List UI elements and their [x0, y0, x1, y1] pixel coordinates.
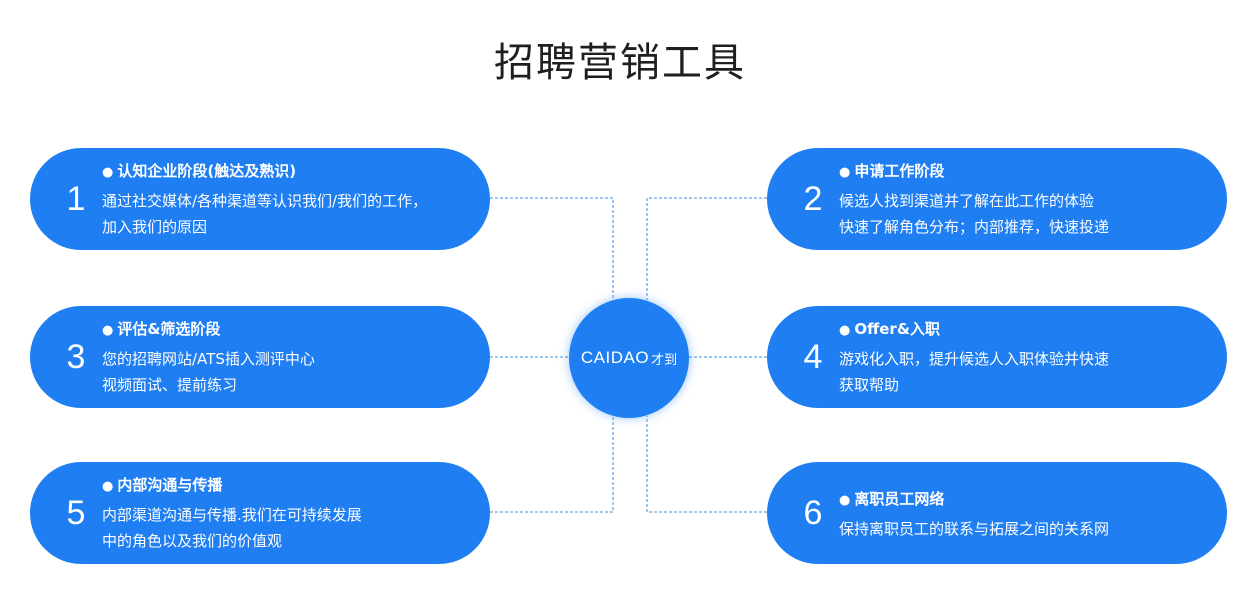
- stage-heading: ●评估&筛选阶段: [102, 318, 220, 339]
- bullet-icon: ●: [102, 323, 114, 338]
- stage-desc-line: 获取帮助: [839, 376, 900, 394]
- stage-3-card: 3 ●评估&筛选阶段 您的招聘网站/ATS插入测评中心 视频面试、提前练习: [30, 306, 490, 408]
- stage-number: 2: [803, 179, 823, 218]
- stage-desc-line: 候选人找到渠道并了解在此工作的体验: [839, 192, 1095, 210]
- stage-desc-line: 快速了解角色分布；内部推荐，快速投递: [839, 218, 1110, 236]
- stage-desc-line: 保持离职员工的联系与拓展之间的关系网: [839, 520, 1110, 538]
- diagram-title: 招聘营销工具: [494, 40, 746, 86]
- stage-heading-text: 离职员工网络: [854, 490, 945, 508]
- center-logo: CAIDAO 才到: [569, 298, 689, 418]
- stage-desc-line: 内部渠道沟通与传播.我们在可持续发展: [102, 506, 362, 524]
- bullet-icon: ●: [839, 323, 851, 338]
- stage-heading: ●认知企业阶段(触达及熟识): [102, 160, 296, 181]
- stage-heading-text: 评估&筛选阶段: [117, 320, 221, 338]
- stage-number: 4: [803, 337, 823, 376]
- stage-number: 3: [66, 337, 86, 376]
- stage-desc-line: 您的招聘网站/ATS插入测评中心: [102, 350, 315, 368]
- stage-desc-line: 视频面试、提前练习: [102, 376, 238, 394]
- stage-heading-text: Offer&入职: [854, 320, 940, 338]
- stage-heading: ●离职员工网络: [839, 488, 944, 509]
- stage-number: 1: [66, 179, 86, 218]
- stage-2-card: 2 ●申请工作阶段 候选人找到渠道并了解在此工作的体验 快速了解角色分布；内部推…: [767, 148, 1227, 250]
- bullet-icon: ●: [839, 165, 851, 180]
- stage-heading-text: 内部沟通与传播: [117, 476, 223, 494]
- connector-6: [646, 416, 767, 513]
- stage-desc-line: 游戏化入职，提升候选人入职体验并快速: [839, 350, 1110, 368]
- bullet-icon: ●: [839, 493, 851, 508]
- stage-heading-text: 申请工作阶段: [854, 162, 945, 180]
- bullet-icon: ●: [102, 165, 114, 180]
- stage-desc-line: 中的角色以及我们的价值观: [102, 532, 283, 550]
- stage-1-card: 1 ●认知企业阶段(触达及熟识) 通过社交媒体/各种渠道等认识我们/我们的工作，…: [30, 148, 490, 250]
- stage-heading-text: 认知企业阶段(触达及熟识): [117, 162, 297, 180]
- connector-5: [490, 416, 614, 513]
- stage-heading: ●内部沟通与传播: [102, 474, 222, 495]
- bullet-icon: ●: [102, 479, 114, 494]
- stage-number: 5: [66, 493, 86, 532]
- stage-heading: ●Offer&入职: [839, 318, 940, 339]
- stage-4-card: 4 ●Offer&入职 游戏化入职，提升候选人入职体验并快速 获取帮助: [767, 306, 1227, 408]
- stage-desc-line: 加入我们的原因: [102, 218, 208, 236]
- connector-1: [490, 197, 614, 300]
- connector-2: [646, 197, 767, 300]
- stage-5-card: 5 ●内部沟通与传播 内部渠道沟通与传播.我们在可持续发展 中的角色以及我们的价…: [30, 462, 490, 564]
- brand-name: CAIDAO: [580, 348, 650, 367]
- stage-number: 6: [803, 493, 823, 532]
- stage-heading: ●申请工作阶段: [839, 160, 944, 181]
- stage-6-card: 6 ●离职员工网络 保持离职员工的联系与拓展之间的关系网: [767, 462, 1227, 564]
- stage-desc-line: 通过社交媒体/各种渠道等认识我们/我们的工作，: [102, 192, 428, 210]
- brand-suffix: 才到: [651, 352, 678, 368]
